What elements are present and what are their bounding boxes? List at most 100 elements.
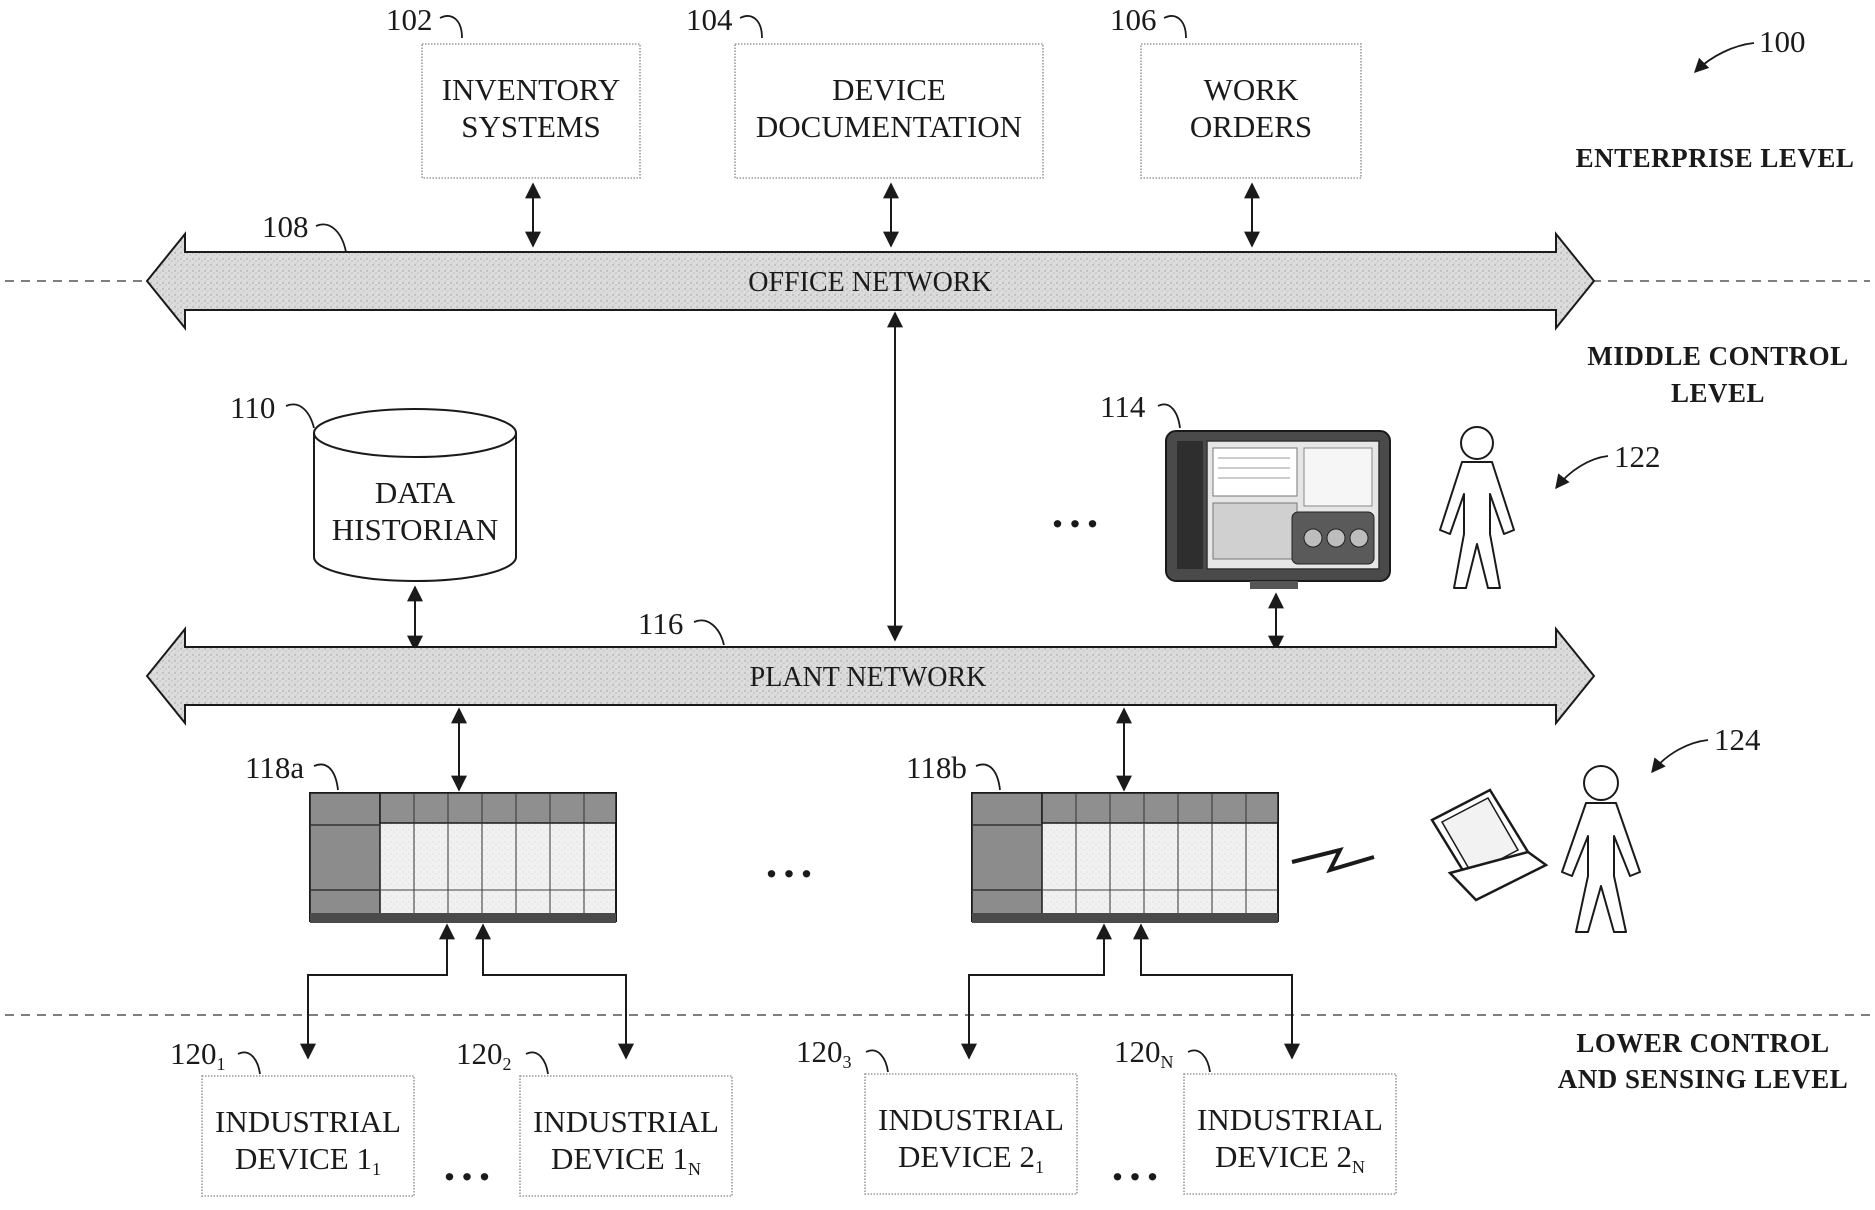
industrial-device-leader: [1188, 1050, 1210, 1072]
middle-control-level-label-line1: MIDDLE CONTROL: [1587, 341, 1848, 371]
data-historian-ref: 110: [230, 390, 275, 425]
controller-b-device-3-link: [969, 925, 1104, 1058]
device-group-2-ellipsis: ...: [1112, 1139, 1165, 1190]
controller-ellipsis: ...: [766, 836, 819, 887]
hmi-knob-icon: [1327, 529, 1345, 547]
hmi-screen-trend: [1213, 503, 1297, 559]
industrial-device-label-line1: INDUSTRIAL: [878, 1102, 1064, 1137]
data-historian-label-line1: DATA: [375, 475, 456, 510]
office-network-bus: OFFICE NETWORK 108: [147, 209, 1594, 328]
industrial-device-leader: [866, 1050, 888, 1072]
industrial-device-1-1: INDUSTRIAL DEVICE 11 1201: [170, 1036, 414, 1196]
inventory-systems-label-line1: INVENTORY: [442, 72, 621, 107]
industrial-device-ref: 1201: [170, 1036, 226, 1074]
industrial-device-leader: [526, 1052, 548, 1074]
plant-network-ref: 116: [638, 606, 683, 641]
controller-a-leader: [314, 764, 338, 790]
hmi-terminal-side-bezel: [1177, 441, 1203, 569]
device-name-base: DEVICE 2: [1215, 1139, 1352, 1174]
hmi-knob-icon: [1304, 529, 1322, 547]
technician-person-icon: [1562, 766, 1640, 932]
industrial-device-label-line1: INDUSTRIAL: [533, 1104, 719, 1139]
industrial-device-label-line1: INDUSTRIAL: [215, 1104, 401, 1139]
controller-a-power-module: [310, 793, 380, 921]
controller-b-rail: [972, 913, 1278, 923]
controller-b-ref: 118b: [906, 750, 967, 785]
data-historian-cylinder-top: [314, 409, 516, 457]
device-ref-subscript: N: [1161, 1052, 1174, 1072]
lower-control-level-label-line1: LOWER CONTROL: [1576, 1028, 1829, 1058]
device-ref-base: 120: [170, 1036, 217, 1071]
hmi-terminal-base: [1250, 581, 1298, 589]
wireless-link-icon: [1292, 850, 1374, 870]
office-network-ref: 108: [262, 209, 309, 244]
industrial-device-2-1: INDUSTRIAL DEVICE 21 1203: [796, 1034, 1077, 1194]
controller-b-top-strip: [1042, 793, 1278, 823]
controller-b-power-module: [972, 793, 1042, 921]
hmi-terminal-node: 114: [1100, 389, 1390, 589]
device-documentation-label-line2: DOCUMENTATION: [756, 109, 1022, 144]
operator-person-icon: [1440, 427, 1514, 588]
device-documentation-node: DEVICE DOCUMENTATION 104: [686, 2, 1043, 178]
plant-network-label: PLANT NETWORK: [750, 662, 987, 693]
hmi-terminal-leader: [1158, 404, 1180, 428]
lower-control-level-label-line2: AND SENSING LEVEL: [1558, 1064, 1849, 1094]
industrial-device-label-line2: DEVICE 2N: [1215, 1139, 1365, 1177]
technician-ref-arrow: [1652, 740, 1708, 772]
hmi-knob-icon: [1350, 529, 1368, 547]
plant-network-leader: [694, 620, 724, 645]
controller-b-leader: [976, 764, 1000, 790]
office-network-label: OFFICE NETWORK: [748, 267, 991, 298]
operator-ref: 122: [1614, 439, 1661, 474]
industrial-device-1-n: INDUSTRIAL DEVICE 1N 1202: [456, 1036, 732, 1196]
industrial-device-leader: [238, 1052, 260, 1074]
industrial-device-label-line2: DEVICE 1N: [551, 1141, 701, 1179]
inventory-systems-label-line2: SYSTEMS: [461, 109, 601, 144]
data-historian-label-line2: HISTORIAN: [332, 512, 499, 547]
controller-118a: 118a: [245, 750, 616, 923]
plant-network-bus: PLANT NETWORK 116: [147, 606, 1594, 723]
controller-b-device-4-link: [1141, 925, 1292, 1058]
device-ref-base: 120: [796, 1034, 843, 1069]
device-ref-subscript: 1: [217, 1054, 226, 1074]
device-name-base: DEVICE 2: [898, 1139, 1035, 1174]
enterprise-level-label: ENTERPRISE LEVEL: [1576, 143, 1855, 173]
figure-ref: 100: [1759, 24, 1806, 59]
work-orders-node: WORK ORDERS 106: [1110, 2, 1361, 178]
device-name-subscript: N: [688, 1159, 701, 1179]
industrial-device-ref: 1203: [796, 1034, 852, 1072]
data-historian-leader: [286, 404, 314, 428]
technician-ref: 124: [1714, 722, 1761, 757]
device-name-base: DEVICE 1: [551, 1141, 688, 1176]
device-name-subscript: 1: [372, 1159, 381, 1179]
industrial-device-label-line2: DEVICE 21: [898, 1139, 1044, 1177]
industrial-device-ref: 1202: [456, 1036, 512, 1074]
device-name-subscript: N: [1352, 1157, 1365, 1177]
controller-a-top-strip: [380, 793, 616, 823]
operator-ref-arrow: [1556, 456, 1608, 488]
device-documentation-label-line1: DEVICE: [832, 72, 946, 107]
industrial-device-label-line1: INDUSTRIAL: [1197, 1102, 1383, 1137]
device-ref-subscript: 2: [503, 1054, 512, 1074]
controller-a-rail: [310, 913, 616, 923]
hmi-screen-window: [1213, 448, 1297, 496]
controller-118b: 118b: [906, 750, 1278, 923]
device-documentation-ref: 104: [686, 2, 733, 37]
data-historian-node: DATA HISTORIAN 110: [230, 390, 516, 581]
device-ref-base: 120: [456, 1036, 503, 1071]
device-ref-subscript: 3: [843, 1052, 852, 1072]
controller-a-device-1-link: [308, 925, 447, 1058]
inventory-systems-leader: [440, 16, 462, 38]
device-group-1-ellipsis: ...: [444, 1139, 497, 1190]
laptop-icon: [1432, 790, 1546, 900]
hmi-screen-panel: [1304, 448, 1372, 506]
controller-a-ref: 118a: [245, 750, 304, 785]
work-orders-leader: [1164, 16, 1186, 38]
work-orders-ref: 106: [1110, 2, 1157, 37]
device-ref-base: 120: [1114, 1034, 1161, 1069]
device-name-base: DEVICE 1: [235, 1141, 372, 1176]
industrial-device-ref: 120N: [1114, 1034, 1174, 1072]
inventory-systems-node: INVENTORY SYSTEMS 102: [386, 2, 640, 178]
